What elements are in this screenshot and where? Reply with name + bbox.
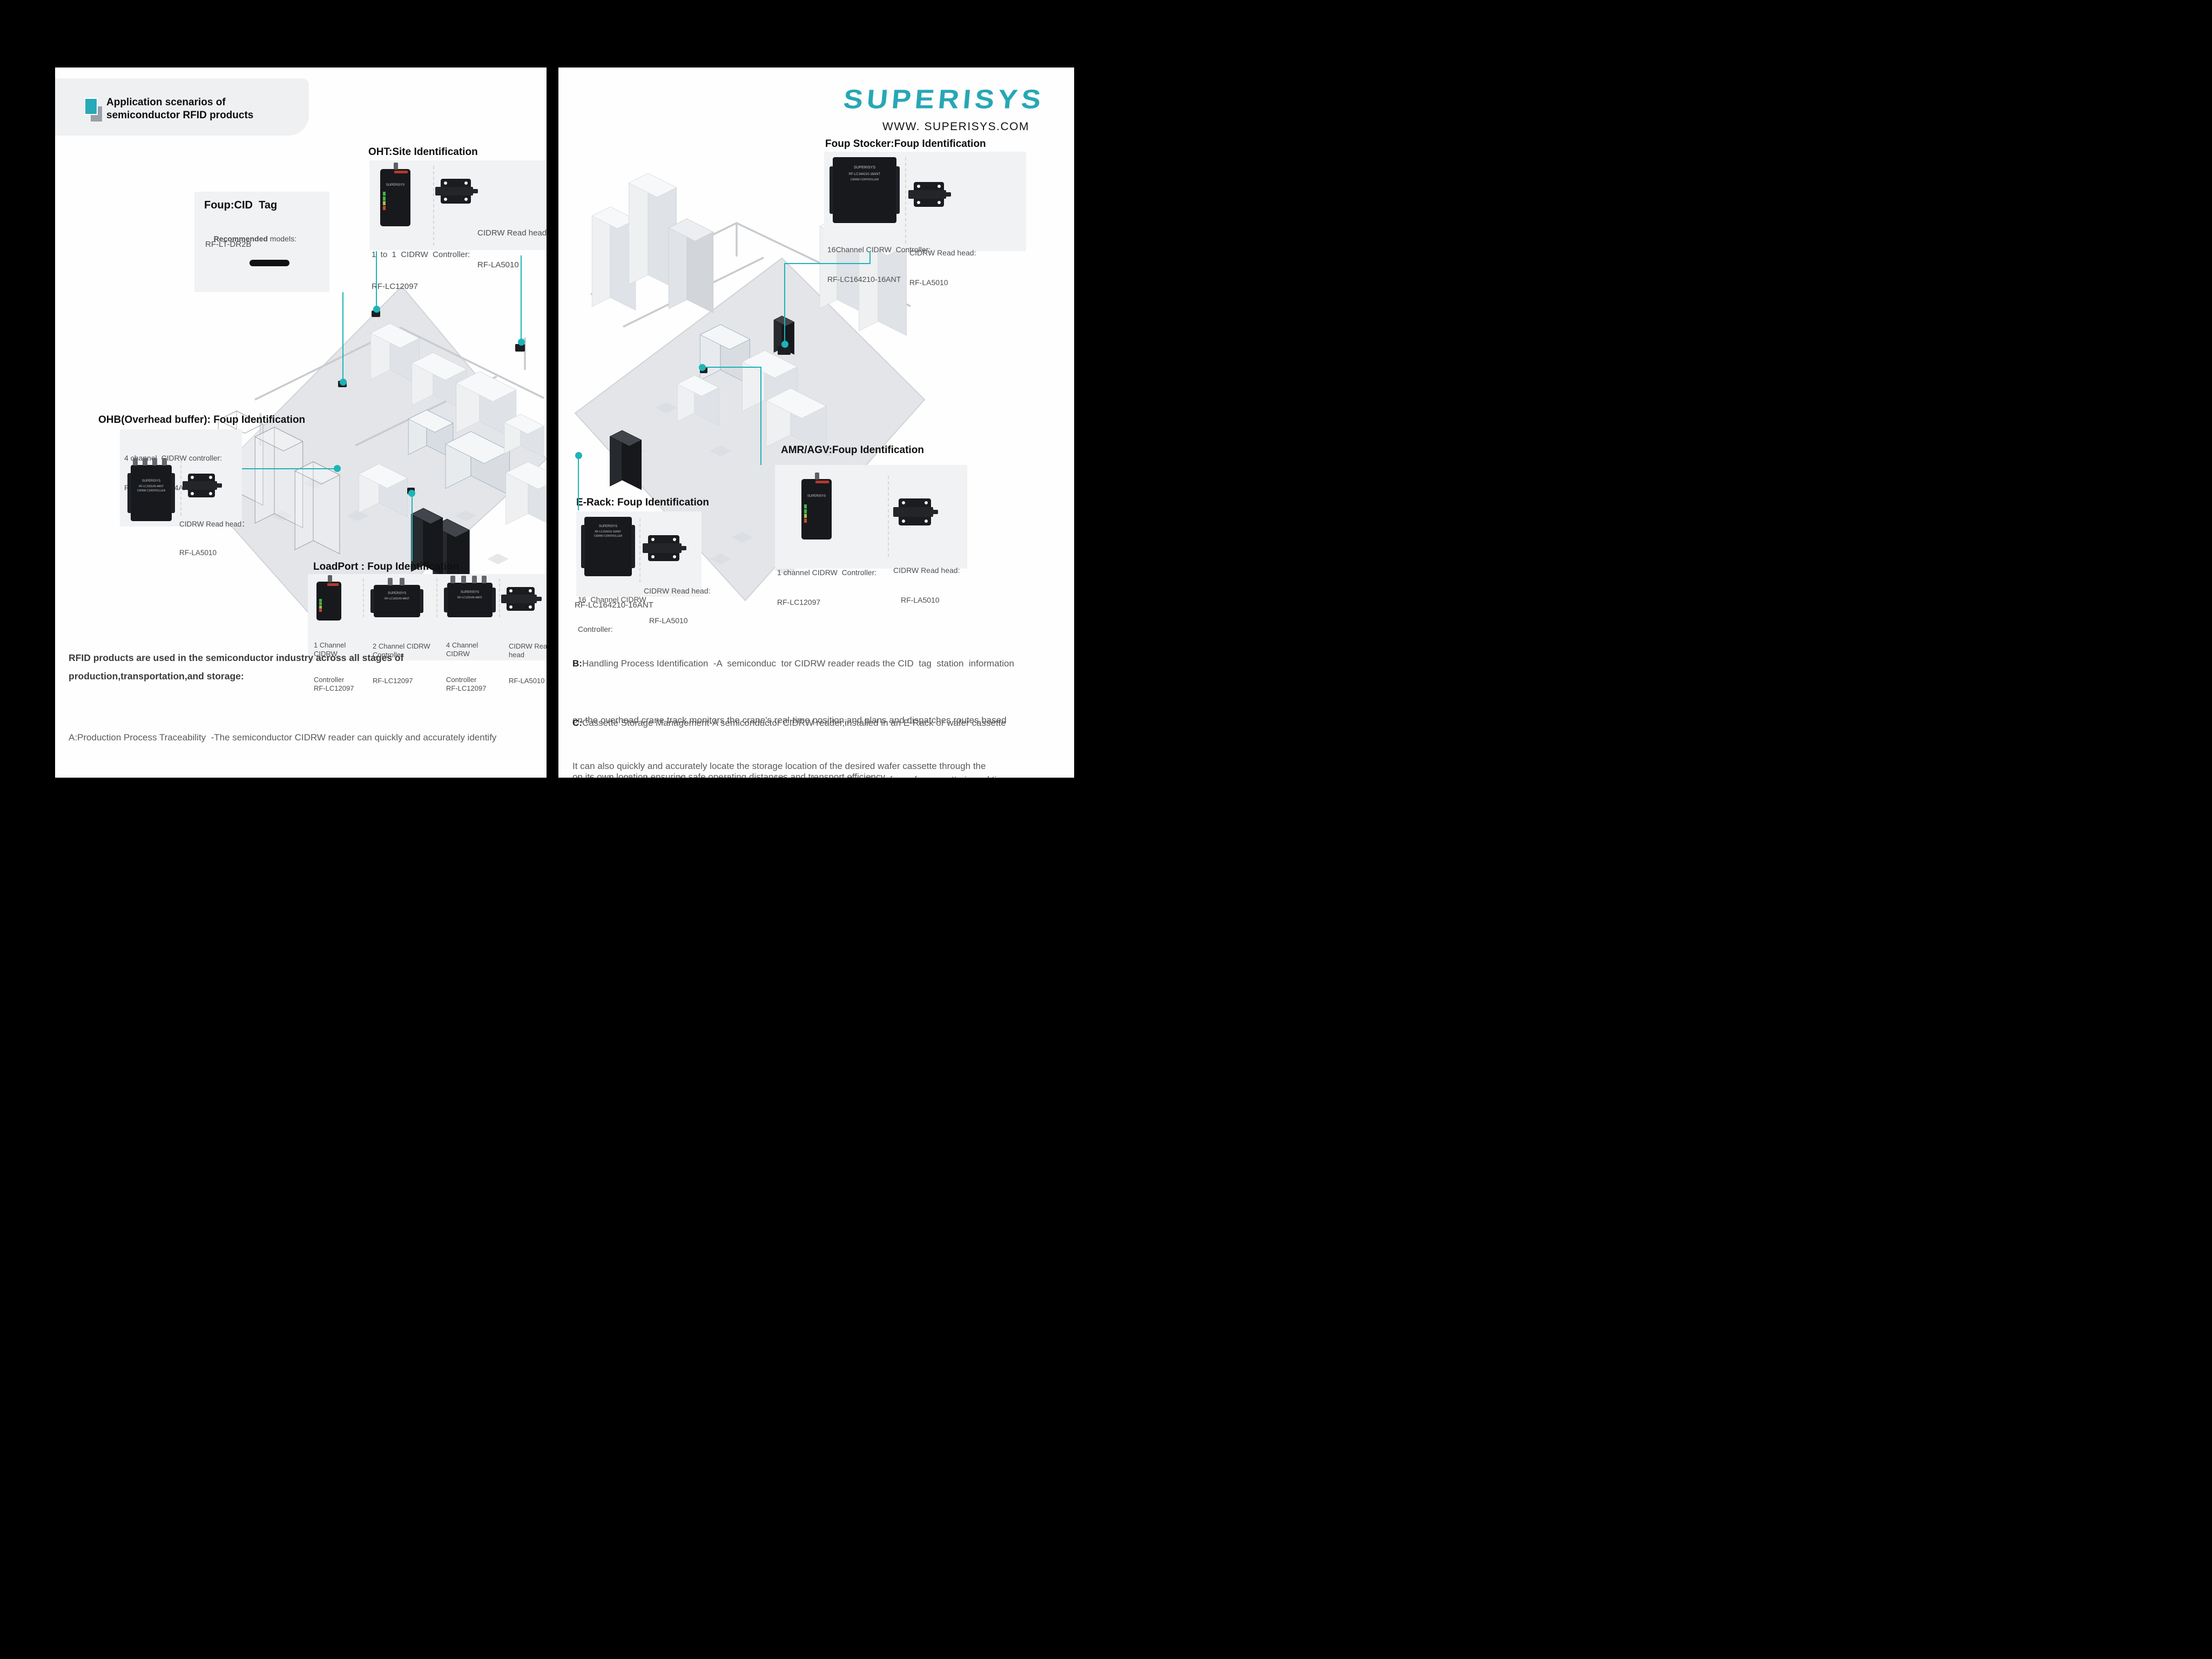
connector-dot-erack xyxy=(575,452,582,459)
connector-line-foup-stocker-h xyxy=(784,263,871,264)
erack-controller-label: 16 Channel CIDRW Controller: xyxy=(578,595,646,633)
controller-photo-4ch: SUPERISYS RF-LC103145-4ANT CIDRW CONTROL… xyxy=(127,458,175,521)
page-title-line1: Application scenarios of xyxy=(106,97,226,108)
left-page-panel: Application scenarios of semiconductor R… xyxy=(55,68,547,778)
page-title: Application scenarios of semiconductor R… xyxy=(106,96,253,122)
brand-website: WWW. SUPERISYS.COM xyxy=(882,120,1030,133)
connector-line-amr-h xyxy=(703,367,761,368)
controller-photo-1ch: SUPERISYS xyxy=(380,163,410,226)
connector-dot-ohb xyxy=(334,465,341,472)
readhead-photo-foup-stocker xyxy=(908,182,951,207)
callout-box-foup-tag xyxy=(194,192,329,292)
callout-title-ohb: OHB(Overhead buffer): Foup Identificatio… xyxy=(98,414,306,426)
separator xyxy=(639,518,640,582)
connector-dot-oht xyxy=(518,339,525,346)
separator xyxy=(905,157,906,244)
controller-photo-4ch-loadport: SUPERISYS RF-LC103145-4ANT xyxy=(444,576,496,617)
foup-tag-recommended: Recommended models: xyxy=(213,234,296,244)
connector-dot-foup-tag xyxy=(340,379,347,386)
connector-dot-oht-b xyxy=(373,306,380,313)
cid-tag-photo xyxy=(249,260,289,266)
connector-line-loadport xyxy=(412,493,413,561)
oht-readhead-label: CIDRW Read head RF-LA5010 xyxy=(477,228,547,269)
callout-title-loadport: LoadPort : Foup Identification xyxy=(313,561,460,572)
erack-controller-model: RF-LC164210-16ANT xyxy=(575,601,653,610)
separator xyxy=(499,578,500,617)
paragraph-closing: It can also quickly and accurately locat… xyxy=(572,761,986,771)
callout-title-foup-tag: Foup:CID Tag xyxy=(204,199,278,211)
separator xyxy=(436,578,437,617)
paragraph-c: C:Cassette Storage Management-A semicond… xyxy=(572,718,1012,778)
amr-controller-label: 1 channel CIDRW Controller: RF-LC12097 xyxy=(777,568,877,606)
connector-line-amr-v xyxy=(760,367,761,465)
controller-photo-1ch-amr: SUPERISYS xyxy=(801,473,832,539)
amr-readhead-label: CIDRW Read head: RF-LA5010 xyxy=(893,566,960,604)
connector-line-foup-stocker-v1 xyxy=(869,251,871,264)
connector-dot-amr xyxy=(699,364,706,371)
erack-readhead-label: CIDRW Read head: RF-LA5010 xyxy=(644,586,711,625)
ohb-readhead-label: CIDRW Read head： RF-LA5010 xyxy=(179,520,249,557)
connector-line-oht-b xyxy=(376,251,377,309)
controller-photo-1ch-loadport xyxy=(316,575,341,621)
readhead-photo-loadport xyxy=(501,587,542,611)
separator xyxy=(363,578,364,617)
callout-title-foup-stocker: Foup Stocker:Foup Identification xyxy=(825,138,986,150)
separator xyxy=(888,476,889,557)
footer-bold-line1: RFID products are used in the semiconduc… xyxy=(69,652,404,663)
readhead-photo-oht xyxy=(435,179,478,204)
connector-dot-loadport xyxy=(408,490,415,497)
controller-photo-2ch: SUPERISYS RF-LC103145-4ANT xyxy=(370,578,423,617)
separator xyxy=(180,460,181,516)
connector-line-foup-tag xyxy=(342,292,343,382)
connector-line-ohb xyxy=(242,468,337,469)
readhead-photo-erack xyxy=(643,535,686,561)
page-title-line2: semiconductor RFID products xyxy=(106,110,254,121)
footer-paragraph-a: A:Production Process Traceability -The s… xyxy=(69,732,497,743)
paragraph-b: B:Handling Process Identification -A sem… xyxy=(572,658,1014,778)
connector-line-foup-stocker-v2 xyxy=(784,263,785,344)
right-page-panel: SUPERISYS WWW. SUPERISYS.COM Foup Stocke… xyxy=(558,68,1074,778)
foup-stocker-controller-label: 16Channel CIDRW Controller: RF-LC164210-… xyxy=(827,245,931,284)
callout-title-erack: E-Rack: Foup Identification xyxy=(576,497,709,508)
readhead-photo-amr xyxy=(893,498,938,525)
separator xyxy=(433,166,434,246)
readhead-photo-ohb xyxy=(183,474,222,497)
callout-title-amr-agv: AMR/AGV:Foup Identification xyxy=(781,444,924,456)
controller-photo-16ch-erack: SUPERISYS RF-LC164210-16ANT CIDRW CONTRO… xyxy=(581,517,635,576)
connector-dot-foup-stocker xyxy=(781,341,788,348)
brand-logo: SUPERISYS xyxy=(842,84,1046,114)
callout-title-oht: OHT:Site Identification xyxy=(368,146,478,158)
connector-line-erack xyxy=(578,456,579,510)
connector-line-oht xyxy=(521,255,522,342)
oht-controller-label: 1 to 1 CIDRW Controller: RF-LC12097 xyxy=(372,250,470,291)
footer-bold-line2: production,transportation,and storage: xyxy=(69,671,244,682)
foup-tag-model: RF-LT-DR2B xyxy=(205,240,252,249)
header-icon xyxy=(84,98,98,115)
foup-stocker-readhead-label: CIDRW Read head: RF-LA5010 xyxy=(909,248,976,287)
controller-photo-16ch: SUPERISYS RF-LC164210-16ANT CIDRW CONTRO… xyxy=(830,157,900,223)
